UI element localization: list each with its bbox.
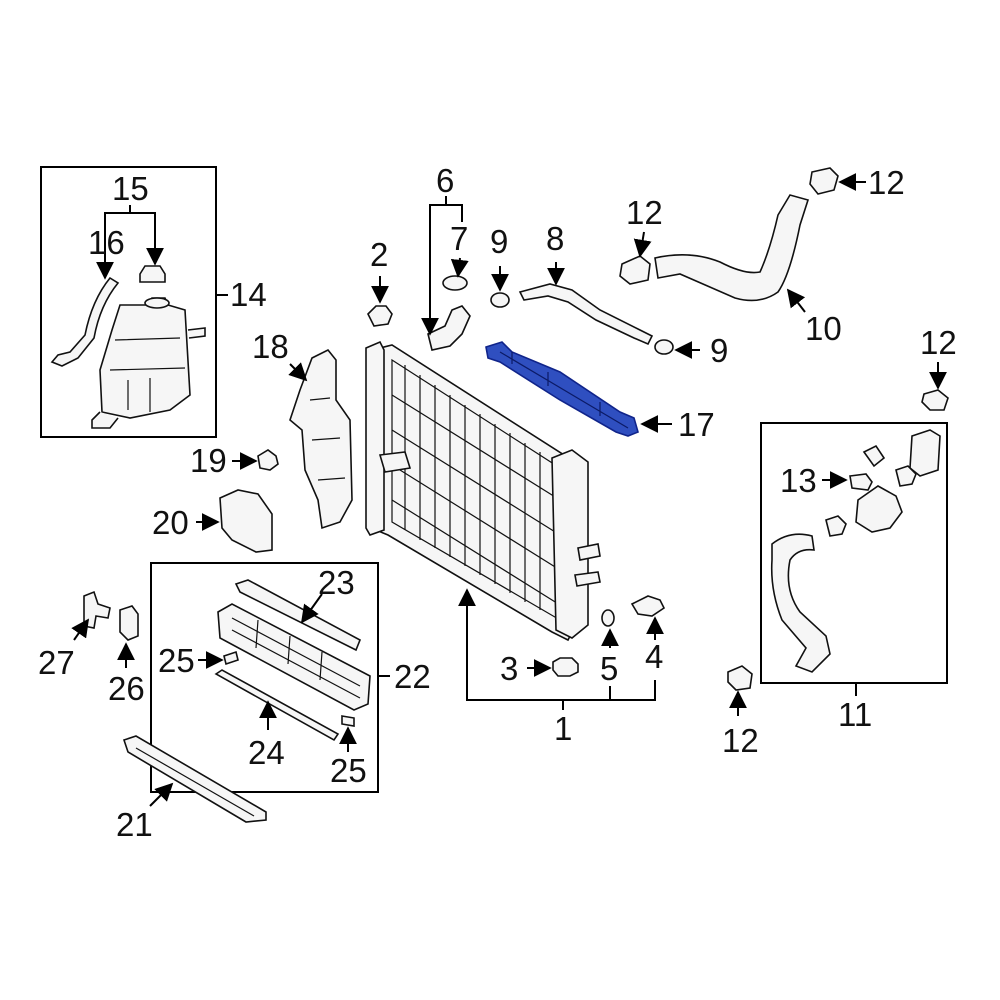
callout-21: 21	[116, 806, 153, 843]
callout-16: 16	[88, 224, 125, 261]
grille-shutter	[217, 603, 371, 711]
arrow-27	[71, 618, 90, 641]
callout-27: 27	[38, 644, 75, 681]
radiator-mount-cushion	[552, 657, 579, 677]
callout-7: 7	[450, 220, 468, 257]
callout-2: 2	[370, 236, 388, 273]
bracket-27	[83, 590, 111, 629]
reservoir-group-box	[40, 166, 217, 438]
reservoir-hose	[50, 276, 120, 367]
hose-clamp-9b	[654, 339, 674, 355]
air-deflector	[219, 489, 273, 553]
callout-12a: 12	[626, 194, 663, 231]
lower-air-guide	[122, 735, 267, 823]
callout-12b: 12	[868, 164, 905, 201]
radiator	[365, 340, 601, 642]
hose-kit-group-box	[760, 422, 948, 684]
callout-22: 22	[394, 658, 431, 695]
callout-20: 20	[152, 504, 189, 541]
hose-clamp-12c	[921, 389, 949, 411]
arrow-7	[450, 257, 469, 278]
upper-radiator-hose	[654, 194, 810, 302]
callout-23: 23	[318, 564, 355, 601]
arrow-21	[149, 782, 174, 807]
callout-4: 4	[645, 638, 663, 675]
hose-clamp-12a	[619, 255, 651, 285]
arrow-12a	[633, 231, 652, 258]
sensor-26	[119, 605, 139, 641]
arrow-10	[786, 288, 806, 313]
shutter-pin-25a	[223, 650, 239, 666]
callout-25a: 25	[158, 642, 195, 679]
radiator-upper-support-highlighted	[485, 341, 639, 437]
lower-radiator-hose	[770, 533, 831, 673]
callout-17: 17	[678, 406, 715, 443]
callout-19: 19	[190, 442, 227, 479]
drain-gasket	[601, 609, 615, 627]
callout-15: 15	[112, 170, 149, 207]
bracket-1	[466, 590, 656, 701]
hose-kit-clamp-a	[825, 515, 847, 537]
shutter-group-box	[150, 562, 379, 793]
radiator-support-mount	[367, 305, 393, 327]
hose-clamp-12b	[809, 167, 839, 195]
hose-kit-clip	[862, 444, 886, 468]
arrow-23	[300, 593, 323, 624]
radiator-cap	[442, 275, 468, 291]
hose-kit-elbow	[855, 485, 903, 533]
callout-5: 5	[600, 650, 618, 687]
callout-13: 13	[780, 462, 817, 499]
coolant-reservoir	[91, 297, 206, 429]
callout-12d: 12	[722, 722, 759, 759]
push-clip	[257, 449, 279, 471]
drain-cock	[630, 595, 666, 617]
callout-14: 14	[230, 276, 267, 313]
callout-25b: 25	[330, 752, 367, 789]
shutter-upper-seal	[234, 579, 362, 652]
hose-clamp-9a	[490, 292, 510, 308]
filler-neck	[427, 305, 471, 351]
hose-clamp-12d	[727, 665, 753, 691]
callout-11: 11	[838, 696, 872, 733]
callout-12c: 12	[920, 324, 957, 361]
callout-6: 6	[436, 162, 454, 199]
callout-9b: 9	[710, 332, 728, 369]
callout-24: 24	[248, 734, 285, 771]
shutter-pin-25b	[341, 715, 355, 727]
bypass-hose	[518, 283, 654, 346]
hose-kit-tube	[909, 429, 941, 477]
callout-8: 8	[546, 220, 564, 257]
callout-3: 3	[500, 650, 518, 687]
hose-kit-clamp-b	[895, 465, 917, 487]
callout-1: 1	[554, 710, 572, 747]
reservoir-cap	[139, 265, 166, 283]
shutter-lower-seal	[214, 669, 340, 742]
callout-9a: 9	[490, 223, 508, 260]
callout-26: 26	[108, 670, 145, 707]
callout-10: 10	[805, 310, 842, 347]
callout-18: 18	[252, 328, 289, 365]
temperature-sensor-13	[849, 473, 873, 491]
arrow-18	[288, 362, 308, 382]
